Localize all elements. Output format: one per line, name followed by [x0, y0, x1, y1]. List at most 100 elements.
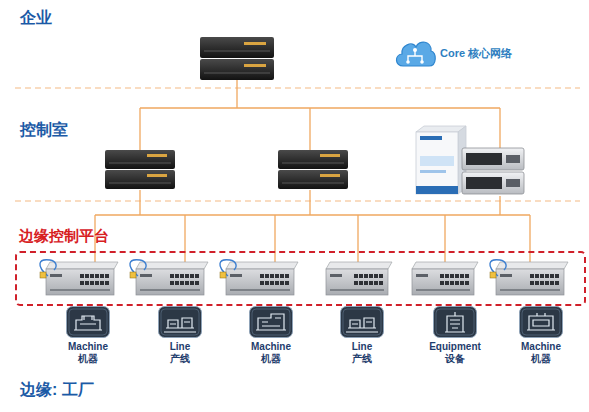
edge-device-part: [440, 281, 444, 285]
edge-device-part: [265, 281, 269, 285]
edge-device-part: [326, 269, 388, 295]
symbol-part: [341, 307, 384, 338]
edge-device: [40, 260, 568, 295]
control-server-part: [320, 154, 340, 157]
edge-device-part: [140, 289, 200, 291]
symbol-part: [74, 316, 102, 330]
edge-device-part: [412, 269, 474, 295]
edge-device-part: [455, 281, 459, 285]
edge-device-part: [445, 281, 449, 285]
edge-device-part: [95, 274, 99, 278]
node-label: Line 产线: [352, 341, 373, 365]
site-icon-symbol: [66, 306, 110, 338]
edge-device-part: [460, 281, 464, 285]
symbol-part: [520, 307, 563, 338]
edge-device-part: [85, 274, 89, 278]
edge-device-part: [540, 274, 544, 278]
edge-device-part: [275, 281, 279, 285]
tier-label: 边缘: 工厂: [20, 381, 94, 399]
symbol-part: [396, 42, 435, 66]
edge-device-part: [105, 281, 109, 285]
control-server-part: [147, 174, 167, 177]
edge-device-part: [364, 281, 368, 285]
edge-device-part: [555, 281, 559, 285]
edge-device-part: [270, 281, 274, 285]
edge-device-part: [445, 274, 449, 278]
tier-divider-part: [15, 200, 580, 201]
symbol-part: [69, 309, 107, 335]
edge-device-part: [369, 281, 373, 285]
edge-device-part: [100, 274, 104, 278]
symbol-part: [436, 309, 474, 335]
site-icon: Machine 机器: [58, 306, 118, 365]
node-label: Equipment 设备: [429, 341, 481, 365]
control-server-part: [147, 154, 167, 157]
symbol-part: [67, 307, 110, 338]
edge-device-part: [260, 281, 264, 285]
software-box-part: [416, 186, 458, 194]
edge-device-part: [330, 274, 342, 277]
edge-device-part: [195, 281, 199, 285]
edge-device-part: [465, 281, 469, 285]
site-icon-symbol: [249, 306, 293, 338]
tier-divider: [15, 88, 580, 201]
node-label: Machine 机器: [521, 341, 561, 365]
hp-server-part: [462, 172, 524, 194]
control-server-part: [105, 170, 175, 189]
edge-device-part: [190, 274, 194, 278]
cloud-node: Core 核心网络: [392, 34, 532, 74]
tier-label: 企业: [20, 9, 52, 27]
edge-device-part: [175, 274, 179, 278]
node-label: Machine 机器: [251, 341, 291, 365]
control-server-part: [109, 183, 171, 184]
edge-device-part: [530, 274, 534, 278]
edge-device-part: [369, 274, 373, 278]
edge-device-part: [280, 274, 284, 278]
edge-device-part: [180, 274, 184, 278]
symbol-part: [346, 318, 378, 332]
hp-server-part: [466, 177, 502, 189]
symbol-part: [159, 307, 202, 338]
edge-device-part: [226, 269, 294, 295]
site-icon: Equipment 设备: [425, 306, 485, 365]
node-label: Core 核心网络: [440, 46, 512, 61]
edge-device-part: [545, 274, 549, 278]
edge-device-part: [85, 281, 89, 285]
site-icon-symbol: [340, 306, 384, 338]
symbol-part: [406, 60, 410, 64]
site-icon-symbol: [158, 306, 202, 338]
hp-server: [462, 148, 524, 194]
edge-device: [220, 260, 298, 295]
edge-device-part: [270, 274, 274, 278]
edge-device-part: [100, 281, 104, 285]
edge-device-part: [80, 274, 84, 278]
symbol-part: [161, 309, 199, 335]
site-icon: Line 产线: [332, 306, 392, 365]
tier-divider-part: [15, 87, 580, 88]
software-box: [416, 126, 466, 194]
symbol-part: [420, 60, 424, 64]
edge-device-part: [230, 274, 242, 277]
hp-server-part: [506, 155, 520, 163]
edge-device-part: [180, 281, 184, 285]
edge-device-part: [260, 274, 264, 278]
symbol-part: [527, 313, 555, 330]
edge-device-part: [175, 281, 179, 285]
edge-device-part: [265, 274, 269, 278]
edge-device-part: [220, 272, 226, 278]
edge-device-part: [90, 274, 94, 278]
edge-device-part: [280, 281, 284, 285]
symbol-part: [343, 309, 381, 335]
site-icon: Machine 机器: [511, 306, 571, 365]
network-wire: [95, 80, 530, 262]
edge-device-part: [140, 274, 152, 277]
enterprise-server-part: [204, 73, 270, 74]
control-server-part: [278, 170, 348, 189]
symbol-part: [256, 314, 286, 330]
edge-device-part: [545, 281, 549, 285]
symbol-part: [434, 307, 477, 338]
enterprise-server-part: [200, 59, 274, 80]
edge-device-part: [416, 289, 470, 291]
edge-device-part: [136, 269, 204, 295]
edge-device-part: [450, 281, 454, 285]
